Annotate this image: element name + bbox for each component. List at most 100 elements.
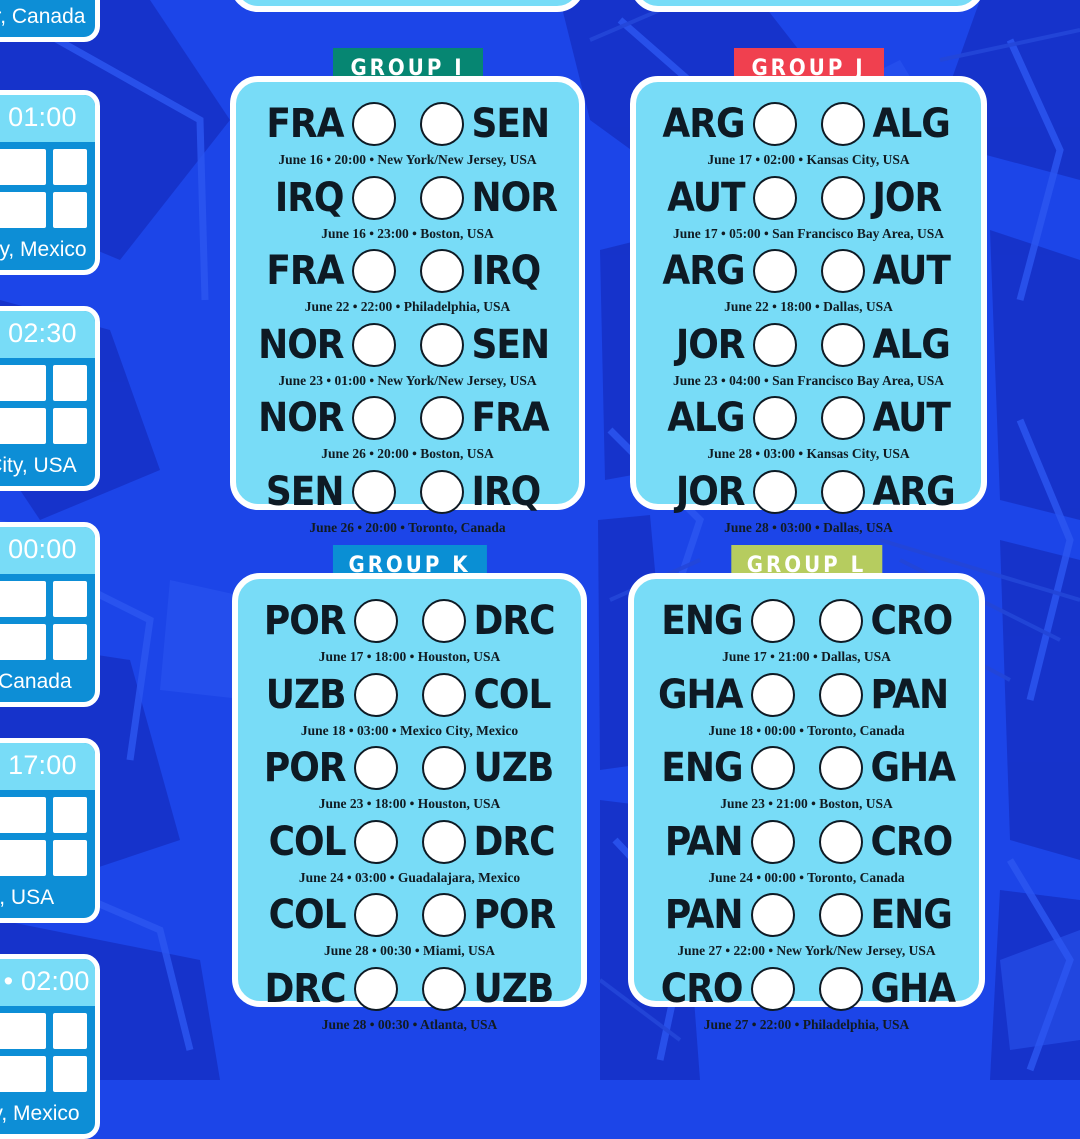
away-score-circle[interactable] [818, 819, 863, 864]
away-score-circle[interactable] [421, 672, 466, 717]
home-score-circle[interactable] [752, 322, 797, 367]
knockout-match-card[interactable]: July 3 • 00:00Toronto, Canada [0, 522, 100, 708]
knockout-match-card[interactable]: July 4 • 02:30Kansas City, USA [0, 306, 100, 492]
knockout-score-box[interactable] [53, 1056, 87, 1092]
home-score-circle[interactable] [351, 396, 396, 440]
away-score-circle[interactable] [820, 322, 865, 367]
knockout-team-row[interactable] [0, 581, 87, 617]
home-score-circle[interactable] [750, 893, 795, 937]
home-score-circle[interactable] [351, 469, 396, 514]
away-score-circle[interactable] [818, 672, 863, 717]
knockout-team-row[interactable] [0, 365, 87, 401]
away-score-circle[interactable] [820, 102, 865, 146]
away-score-circle[interactable] [818, 746, 863, 790]
knockout-team-slot[interactable] [0, 149, 46, 185]
away-score-circle[interactable] [818, 966, 863, 1011]
knockout-match-card[interactable]: Vancouver, Canada [0, 0, 100, 43]
knockout-score-box[interactable] [53, 365, 87, 401]
knockout-team-row[interactable] [0, 624, 87, 660]
home-score-circle[interactable] [353, 599, 398, 643]
knockout-match-card[interactable]: July 6 • 01:00Mexico City, Mexico [0, 90, 100, 276]
knockout-team-row[interactable] [0, 149, 87, 185]
knockout-team-slot[interactable] [0, 408, 46, 444]
knockout-score-box[interactable] [53, 408, 87, 444]
knockout-team-slot[interactable] [0, 192, 46, 228]
knockout-team-row[interactable] [0, 192, 87, 228]
knockout-score-box[interactable] [53, 1013, 87, 1049]
away-score-circle[interactable] [419, 102, 464, 146]
home-score-circle[interactable] [351, 249, 396, 293]
knockout-team-row[interactable] [0, 840, 87, 876]
knockout-score-box[interactable] [53, 624, 87, 660]
away-score-circle[interactable] [820, 175, 865, 220]
home-score-circle[interactable] [353, 746, 398, 790]
home-score-circle[interactable] [353, 672, 398, 717]
away-score-circle[interactable] [421, 599, 466, 643]
home-score-circle[interactable] [752, 469, 797, 514]
knockout-team-row[interactable] [0, 1013, 87, 1049]
away-score-circle[interactable] [820, 396, 865, 440]
knockout-team-row[interactable] [0, 408, 87, 444]
home-score-circle[interactable] [752, 249, 797, 293]
knockout-team-slot[interactable] [0, 1013, 46, 1049]
home-score-circle[interactable] [353, 966, 398, 1011]
knockout-team-row[interactable] [0, 797, 87, 833]
knockout-team-slot[interactable] [0, 1056, 46, 1092]
knockout-team-slot[interactable] [0, 581, 46, 617]
home-score-circle[interactable] [752, 396, 797, 440]
home-score-circle[interactable] [750, 819, 795, 864]
away-score-circle[interactable] [419, 322, 464, 367]
away-score-circle[interactable] [419, 469, 464, 514]
away-score-circle[interactable] [818, 599, 863, 643]
away-score-circle[interactable] [421, 819, 466, 864]
away-score-circle[interactable] [419, 175, 464, 220]
knockout-score-box[interactable] [53, 581, 87, 617]
knockout-team-slot[interactable] [0, 797, 46, 833]
knockout-team-slot[interactable] [0, 624, 46, 660]
away-score-circle[interactable] [820, 249, 865, 293]
knockout-score-box[interactable] [53, 149, 87, 185]
away-score-circle[interactable] [818, 893, 863, 937]
knockout-score-box[interactable] [53, 192, 87, 228]
away-score-circle[interactable] [419, 249, 464, 293]
away-score-circle[interactable] [421, 746, 466, 790]
away-score-circle[interactable] [820, 469, 865, 514]
away-score-circle[interactable] [421, 893, 466, 937]
home-score-circle[interactable] [750, 746, 795, 790]
away-score-circle[interactable] [421, 966, 466, 1011]
knockout-team-slot[interactable] [0, 840, 46, 876]
home-score-circle[interactable] [351, 322, 396, 367]
home-score-circle[interactable] [750, 672, 795, 717]
knockout-team-slot[interactable] [0, 365, 46, 401]
home-score-circle[interactable] [353, 893, 398, 937]
home-score-circle[interactable] [750, 966, 795, 1011]
home-score-circle[interactable] [750, 599, 795, 643]
knockout-team-row[interactable] [0, 1056, 87, 1092]
knockout-match-card[interactable]: June 30 • 02:00Monterrey, Mexico [0, 954, 100, 1139]
knockout-score-box[interactable] [53, 797, 87, 833]
away-score-circle[interactable] [419, 396, 464, 440]
home-score-circle[interactable] [353, 819, 398, 864]
knockout-score-box[interactable] [53, 840, 87, 876]
